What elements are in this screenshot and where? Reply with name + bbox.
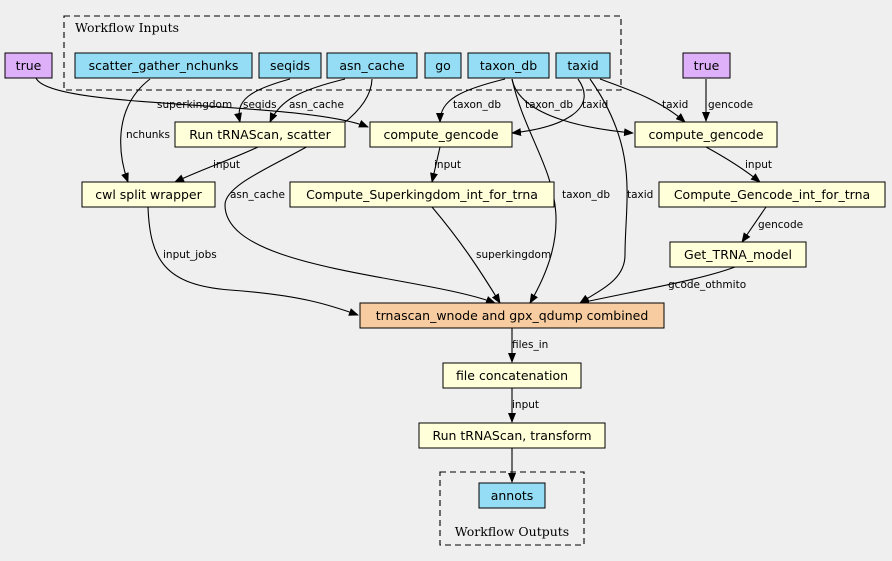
- edges: superkingdom seqids asn_cache nchunks ta…: [35, 77, 803, 483]
- node-true-left[interactable]: true: [4, 52, 53, 79]
- node-go-label: go: [435, 58, 451, 73]
- edge-taxid-to-combined: [579, 78, 628, 304]
- node-compute-gencode-mid[interactable]: compute_gencode: [369, 121, 513, 148]
- node-compute-superkingdom[interactable]: Compute_Superkingdom_int_for_trna: [289, 181, 555, 208]
- node-combined[interactable]: trnascan_wnode and gpx_qdump combined: [359, 302, 665, 329]
- node-scatter-gather-nchunks[interactable]: scatter_gather_nchunks: [74, 52, 253, 79]
- workflow-outputs-label: Workflow Outputs: [455, 524, 569, 539]
- node-compute-superkingdom-label: Compute_Superkingdom_int_for_trna: [306, 187, 538, 202]
- edge-superkingdom-to-combined: [431, 206, 501, 304]
- node-file-concatenation-label: file concatenation: [456, 368, 568, 383]
- edge-gencode-int-to-model: [741, 206, 767, 243]
- edge-compute-gencode-to-superkingdom: [430, 146, 441, 183]
- node-compute-gencode-int-label: Compute_Gencode_int_for_trna: [674, 187, 870, 202]
- edge-label-input-split: input: [213, 159, 240, 171]
- edge-label-taxon-db-mid: taxon_db: [453, 99, 501, 111]
- node-taxon-db[interactable]: taxon_db: [467, 52, 550, 79]
- edge-taxid-to-compute-gencode-mid: [511, 78, 585, 137]
- node-compute-gencode-right[interactable]: compute_gencode: [634, 121, 778, 148]
- node-true-right-label: true: [694, 58, 720, 73]
- edge-label-taxid-long: taxid: [627, 189, 653, 201]
- edge-model-to-combined: [579, 266, 736, 306]
- edge-label-taxid-mid: taxid: [582, 99, 608, 111]
- edge-label-asn-cache-long: asn_cache: [230, 189, 285, 201]
- node-taxid[interactable]: taxid: [555, 52, 611, 79]
- edge-asn-cache-to-scatter: [269, 78, 346, 123]
- node-run-trnascan-scatter[interactable]: Run tRNAScan, scatter: [174, 121, 346, 148]
- edge-compute-gencode-to-gencode-int: [705, 146, 761, 183]
- node-compute-gencode-int[interactable]: Compute_Gencode_int_for_trna: [658, 181, 886, 208]
- node-true-right[interactable]: true: [682, 52, 731, 79]
- node-taxon-db-label: taxon_db: [480, 58, 537, 73]
- edge-taxon-db-to-compute-gencode-mid: [436, 78, 506, 123]
- node-get-trna-model-label: Get_TRNA_model: [684, 247, 792, 262]
- edge-scatter-to-split: [174, 146, 259, 183]
- node-get-trna-model[interactable]: Get_TRNA_model: [669, 241, 807, 268]
- node-cwl-split-wrapper[interactable]: cwl split wrapper: [81, 181, 216, 208]
- node-seqids[interactable]: seqids: [258, 52, 322, 79]
- node-compute-gencode-mid-label: compute_gencode: [383, 127, 498, 142]
- edge-label-taxon-db-right: taxon_db: [525, 99, 573, 111]
- edge-label-input-transform: input: [512, 399, 539, 411]
- edge-label-gencode-top: gencode: [708, 99, 753, 111]
- node-file-concatenation[interactable]: file concatenation: [442, 362, 582, 389]
- node-scatter-gather-nchunks-label: scatter_gather_nchunks: [89, 58, 239, 73]
- node-run-trnascan-transform-label: Run tRNAScan, transform: [432, 428, 591, 443]
- edge-label-nchunks: nchunks: [126, 129, 170, 141]
- node-annots[interactable]: annots: [478, 482, 546, 509]
- edge-label-asn-cache-top: asn_cache: [289, 99, 344, 111]
- edge-taxid-to-compute-gencode-right: [599, 78, 686, 123]
- edge-label-seqids: seqids: [243, 99, 277, 111]
- edge-split-to-combined: [147, 206, 359, 316]
- edge-label-superkingdom-bottom: superkingdom: [476, 249, 551, 261]
- edge-label-superkingdom: superkingdom: [157, 99, 232, 111]
- node-combined-label: trnascan_wnode and gpx_qdump combined: [376, 308, 649, 323]
- edge-label-input-gencode-int: input: [745, 159, 772, 171]
- node-seqids-label: seqids: [270, 58, 310, 73]
- edge-true-to-compute-gencode: [35, 77, 369, 128]
- node-taxid-label: taxid: [567, 58, 598, 73]
- node-compute-gencode-right-label: compute_gencode: [648, 127, 763, 142]
- edge-label-files-in: files_in: [512, 339, 548, 351]
- edge-seqids-to-scatter: [234, 78, 291, 123]
- node-true-left-label: true: [16, 58, 42, 73]
- edge-label-taxid-right: taxid: [662, 99, 688, 111]
- edge-nchunks-to-split: [120, 78, 151, 183]
- node-run-trnascan-scatter-label: Run tRNAScan, scatter: [189, 127, 331, 142]
- node-asn-cache[interactable]: asn_cache: [326, 52, 418, 79]
- edge-label-gencode-model: gencode: [758, 219, 803, 231]
- edge-label-input-jobs: input_jobs: [163, 249, 217, 261]
- node-cwl-split-wrapper-label: cwl split wrapper: [95, 187, 202, 202]
- edge-label-taxon-db-long: taxon_db: [562, 189, 610, 201]
- edge-label-input-superkingdom: input: [434, 159, 461, 171]
- workflow-inputs-cluster: Workflow Inputs: [63, 15, 622, 91]
- edge-label-gcode-othmito: gcode_othmito: [668, 279, 746, 291]
- node-asn-cache-label: asn_cache: [339, 58, 405, 73]
- workflow-inputs-label: Workflow Inputs: [75, 20, 179, 35]
- node-run-trnascan-transform[interactable]: Run tRNAScan, transform: [418, 422, 606, 449]
- node-annots-label: annots: [491, 488, 534, 503]
- node-go[interactable]: go: [424, 52, 462, 79]
